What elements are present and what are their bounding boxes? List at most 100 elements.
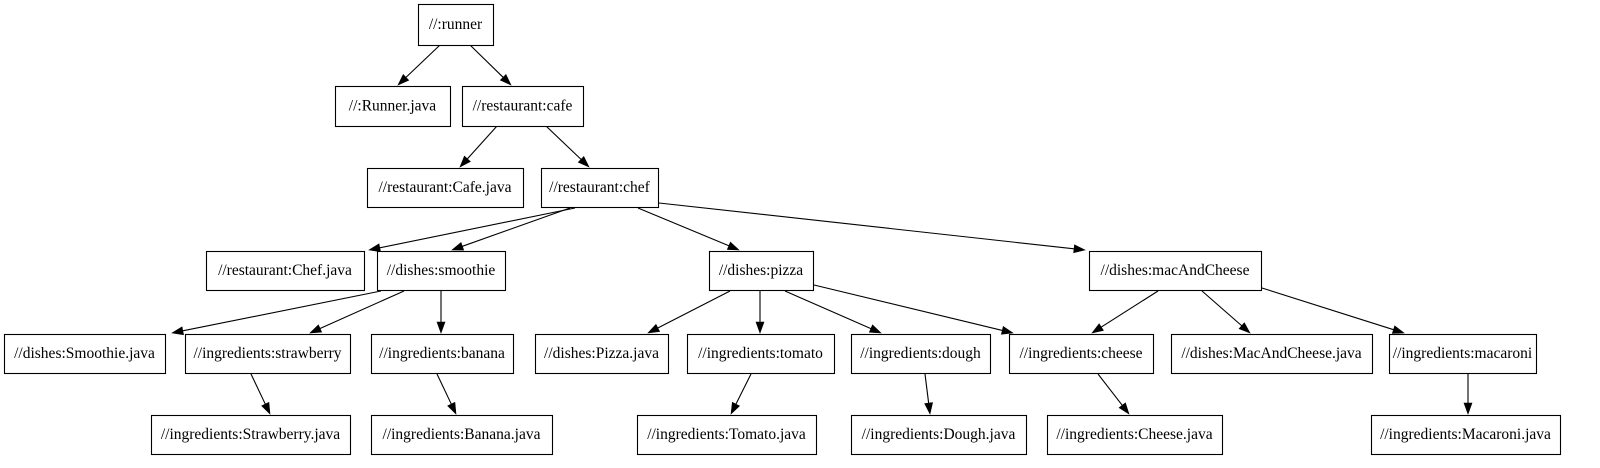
edge-layer <box>171 44 1473 415</box>
node-label: //ingredients:Cheese.java <box>1056 426 1212 443</box>
node-ing_tomato[interactable]: //ingredients:tomato <box>686 333 836 375</box>
arrowhead-icon <box>577 155 590 168</box>
edge-restaurant_chef-to-chef_java <box>368 207 576 253</box>
node-label: //ingredients:strawberry <box>193 345 341 362</box>
node-box[interactable] <box>1088 250 1263 292</box>
node-box[interactable] <box>850 333 992 375</box>
edge-ing_banana-to-banana_java <box>436 373 457 415</box>
edge-ing_dough-to-dough_java <box>924 373 933 415</box>
edge-restaurant_chef-to-dishes_mac <box>658 202 1086 254</box>
node-banana_java[interactable]: //ingredients:Banana.java <box>370 414 554 456</box>
edge-runner-to-runner_java <box>397 44 441 86</box>
node-ing_dough[interactable]: //ingredients:dough <box>850 333 992 375</box>
arrowhead-icon <box>730 401 741 415</box>
node-smoothie_java[interactable]: //dishes:Smoothie.java <box>3 333 167 375</box>
node-ing_cheese[interactable]: //ingredients:cheese <box>1008 333 1155 375</box>
node-label: //dishes:smoothie <box>387 262 496 279</box>
edge-line <box>250 373 266 405</box>
edge-dishes_pizza-to-ing_dough <box>784 290 882 334</box>
node-box[interactable] <box>370 414 554 456</box>
node-box[interactable] <box>1046 414 1224 456</box>
node-label: //ingredients:dough <box>860 345 981 362</box>
node-box[interactable] <box>636 414 818 456</box>
node-cheese_java[interactable]: //ingredients:Cheese.java <box>1046 414 1224 456</box>
node-box[interactable] <box>686 333 836 375</box>
edge-line <box>924 373 930 404</box>
node-ing_macaroni[interactable]: //ingredients:macaroni <box>1388 333 1538 375</box>
node-label: //dishes:macAndCheese <box>1101 262 1250 279</box>
arrowhead-icon <box>868 324 882 334</box>
node-label: //restaurant:Cafe.java <box>379 179 512 196</box>
node-box[interactable] <box>1008 333 1155 375</box>
node-box[interactable] <box>708 250 815 292</box>
edge-line <box>1100 290 1159 328</box>
edge-line <box>182 290 382 332</box>
edge-dishes_smoothie-to-ing_strawberry <box>309 290 405 334</box>
node-dishes_pizza[interactable]: //dishes:pizza <box>708 250 815 292</box>
node-box[interactable] <box>366 167 525 209</box>
node-restaurant_cafe[interactable]: //restaurant:cafe <box>461 85 585 128</box>
node-box[interactable] <box>1370 414 1562 456</box>
edge-dishes_pizza-to-ing_tomato <box>755 291 765 334</box>
node-tomato_java[interactable]: //ingredients:Tomato.java <box>636 414 818 456</box>
arrowhead-icon <box>647 323 661 334</box>
arrowhead-icon <box>499 73 512 86</box>
node-runner_java[interactable]: //:Runner.java <box>334 85 452 128</box>
node-box[interactable] <box>376 250 507 292</box>
edge-line <box>379 207 576 249</box>
node-box[interactable] <box>205 250 366 292</box>
edge-line <box>1201 290 1243 327</box>
node-strawberry_java[interactable]: //ingredients:Strawberry.java <box>150 414 352 456</box>
node-box[interactable] <box>461 85 585 128</box>
node-restaurant_chef[interactable]: //restaurant:chef <box>540 167 660 209</box>
node-label: //ingredients:banana <box>379 345 505 362</box>
arrowhead-icon <box>309 324 323 334</box>
node-label: //ingredients:Tomato.java <box>647 426 806 443</box>
edge-line <box>813 284 1003 331</box>
node-chef_java[interactable]: //restaurant:Chef.java <box>205 250 366 292</box>
node-label: //ingredients:macaroni <box>1393 345 1533 362</box>
node-label: //:Runner.java <box>349 98 437 115</box>
edge-dishes_pizza-to-ing_cheese <box>813 284 1014 335</box>
edge-line <box>1097 373 1123 406</box>
arrowhead-icon <box>451 242 465 251</box>
edge-dishes_pizza-to-pizza_java <box>647 290 731 334</box>
node-box[interactable] <box>540 167 660 209</box>
node-box[interactable] <box>3 333 167 375</box>
node-box[interactable] <box>334 85 452 128</box>
node-box[interactable] <box>417 3 495 47</box>
arrowhead-icon <box>1091 323 1104 334</box>
arrowhead-icon <box>924 402 933 415</box>
arrowhead-icon <box>368 243 381 253</box>
node-dough_java[interactable]: //ingredients:Dough.java <box>850 414 1028 456</box>
node-box[interactable] <box>370 333 515 375</box>
node-box[interactable] <box>850 414 1028 456</box>
arrowhead-icon <box>1463 402 1473 415</box>
node-ing_banana[interactable]: //ingredients:banana <box>370 333 515 375</box>
node-label: //ingredients:tomato <box>698 345 823 362</box>
node-cafe_java[interactable]: //restaurant:Cafe.java <box>366 167 525 209</box>
edge-dishes_mac-to-ing_cheese <box>1091 290 1159 334</box>
arrowhead-icon <box>726 241 740 251</box>
edge-line <box>466 125 498 160</box>
edge-line <box>436 373 452 405</box>
node-box[interactable] <box>150 414 352 456</box>
node-pizza_java[interactable]: //dishes:Pizza.java <box>534 333 670 375</box>
arrowhead-icon <box>397 74 410 86</box>
node-label: //restaurant:Chef.java <box>218 262 352 279</box>
node-dishes_smoothie[interactable]: //dishes:smoothie <box>376 250 507 292</box>
arrowhead-icon <box>1073 244 1086 254</box>
node-macaroni_java[interactable]: //ingredients:Macaroni.java <box>1370 414 1562 456</box>
node-box[interactable] <box>184 333 352 375</box>
node-mac_java[interactable]: //dishes:MacAndCheese.java <box>1170 333 1374 375</box>
node-box[interactable] <box>1388 333 1538 375</box>
node-ing_strawberry[interactable]: //ingredients:strawberry <box>184 333 352 375</box>
node-box[interactable] <box>1170 333 1374 375</box>
edge-line <box>637 207 730 247</box>
node-dishes_mac[interactable]: //dishes:macAndCheese <box>1088 250 1263 292</box>
node-box[interactable] <box>534 333 670 375</box>
node-label: //dishes:pizza <box>719 262 803 279</box>
node-runner[interactable]: //:runner <box>417 3 495 47</box>
